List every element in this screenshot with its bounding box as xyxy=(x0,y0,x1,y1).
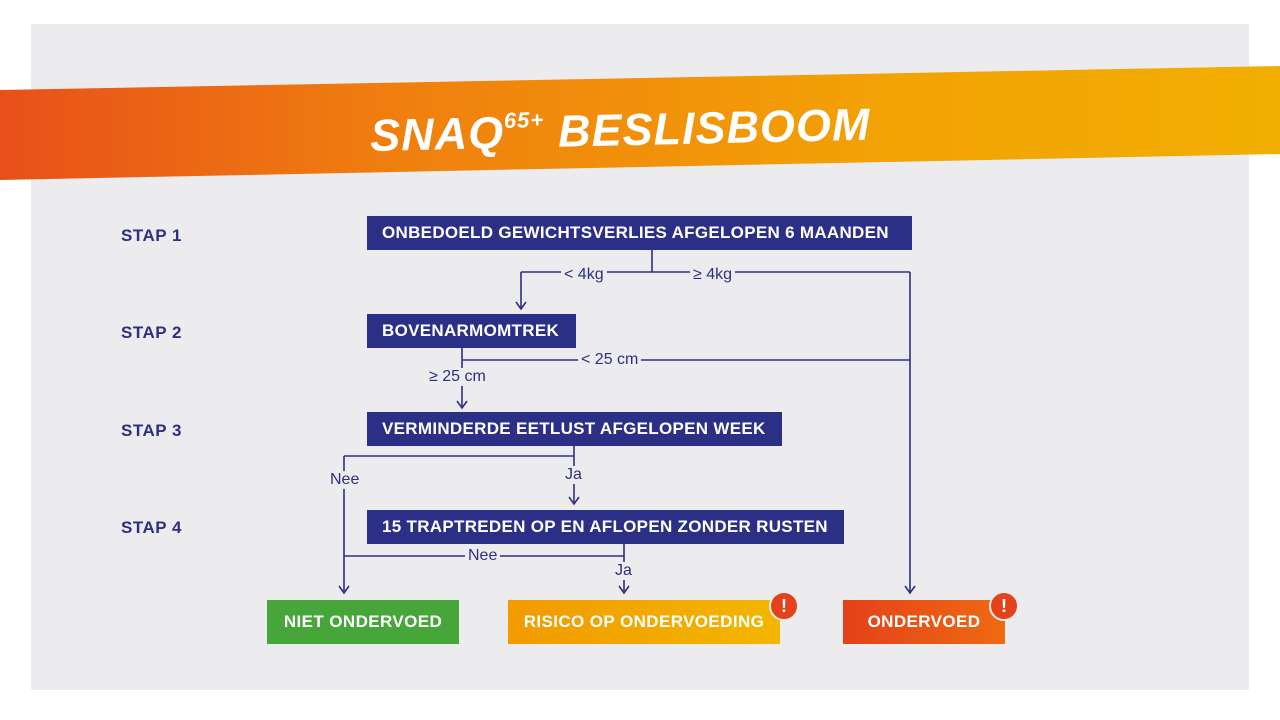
branch-step4-ja: Ja xyxy=(612,562,635,580)
step-1-label: STAP 1 xyxy=(121,226,182,245)
warning-icon: ! xyxy=(769,591,799,621)
question-stairs: 15 TRAPTREDEN OP EN AFLOPEN ZONDER RUSTE… xyxy=(367,510,844,544)
branch-lt-4kg: < 4kg xyxy=(561,266,607,284)
question-upper-arm: BOVENARMOMTREK xyxy=(367,314,576,348)
outcome-ondervoed: ONDERVOED xyxy=(843,600,1005,644)
branch-step4-nee: Nee xyxy=(465,547,501,565)
question-appetite: VERMINDERDE EETLUST AFGELOPEN WEEK xyxy=(367,412,782,446)
step-3-label: STAP 3 xyxy=(121,421,182,440)
question-weight-loss: ONBEDOELD GEWICHTSVERLIES AFGELOPEN 6 MA… xyxy=(367,216,912,250)
outcome-niet-ondervoed: NIET ONDERVOED xyxy=(267,600,459,644)
outcome-risico: RISICO OP ONDERVOEDING xyxy=(508,600,780,644)
step-4-label: STAP 4 xyxy=(121,518,182,537)
step-2-label: STAP 2 xyxy=(121,323,182,342)
branch-ge-25cm: ≥ 25 cm xyxy=(426,368,489,386)
warning-icon: ! xyxy=(989,591,1019,621)
branch-step3-ja: Ja xyxy=(562,466,585,484)
branch-lt-25cm: < 25 cm xyxy=(578,351,642,369)
branch-step3-nee: Nee xyxy=(327,471,363,489)
branch-ge-4kg: ≥ 4kg xyxy=(690,266,736,284)
